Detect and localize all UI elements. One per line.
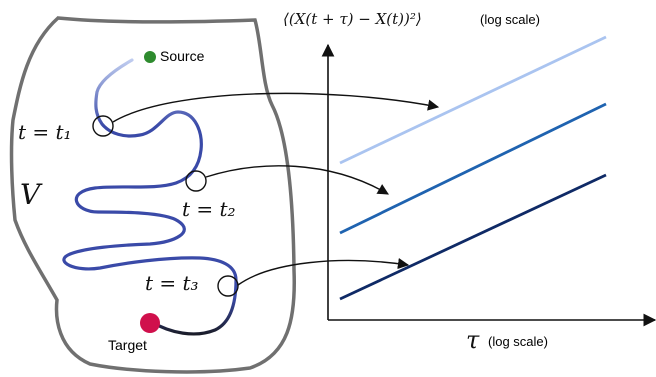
msd-line-t1 [339, 35, 607, 165]
source-dot [144, 51, 156, 63]
checkpoint-circle-t1 [92, 115, 114, 137]
y-axis-scale-note: (log scale) [480, 12, 540, 27]
y-axis-label: ⟨(X(t + τ) − X(t))²⟩ [283, 10, 422, 28]
checkpoint-circle-t2 [185, 170, 207, 192]
checkpoint-label-t1: t = t₁ [18, 120, 72, 144]
msd-line-t3 [339, 173, 607, 301]
arrow-t1 [112, 92, 440, 123]
source-label: Source [160, 48, 205, 64]
domain-label: V [20, 178, 43, 211]
domain-outline [9, 16, 297, 374]
x-axis-label: τ [466, 326, 480, 354]
trajectory-path [62, 58, 238, 336]
arrow-t3 [237, 257, 410, 286]
target-label: Target [108, 337, 147, 353]
checkpoint-label-t3: t = t₃ [145, 271, 199, 295]
arrow-t2 [205, 165, 389, 195]
target-dot [140, 313, 160, 333]
msd-line-t2 [339, 102, 607, 235]
checkpoint-label-t2: t = t₂ [182, 197, 236, 221]
x-axis-scale-note: (log scale) [488, 334, 548, 349]
checkpoint-circle-t3 [217, 275, 239, 297]
